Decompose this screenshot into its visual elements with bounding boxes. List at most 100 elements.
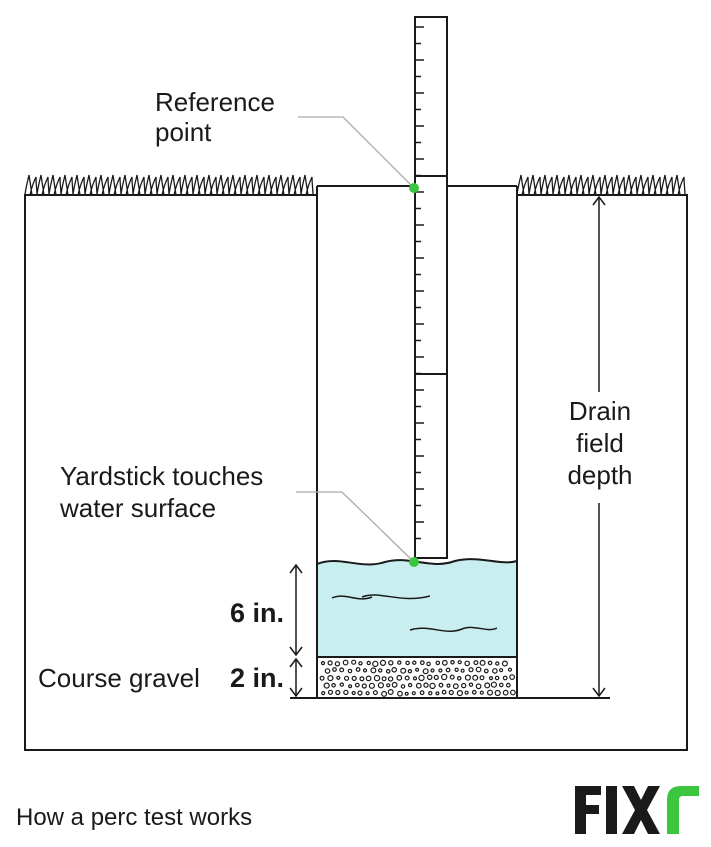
gravel-stone [475,683,482,690]
gravel-stone [492,668,498,674]
gravel-stone [400,684,406,689]
gravel-stone [412,660,417,665]
gravel-stone [407,669,413,674]
gravel-stone [320,660,326,666]
gravel-stone [351,659,357,665]
gravel-stone [454,667,459,673]
gravel-stone [335,689,341,696]
gravel-stone [359,676,365,682]
gravel-stone [412,676,418,681]
gravel-stone [488,675,494,681]
gravel-stone [396,674,403,681]
gravel-stone [372,660,379,668]
gravel-stone [339,667,345,673]
gravel-stone [468,682,474,687]
fixr-logo [575,786,699,834]
gravel-stone [397,660,402,665]
gravel-stone [351,675,357,682]
reference-point-marker [409,183,419,193]
gravel-stone [441,689,447,695]
gravel-stone [385,668,391,674]
gravel-stone [354,682,360,688]
gravel-stone [507,667,513,672]
gravel-stone [332,667,337,672]
gravel-stone [387,688,394,695]
grass-left [24,174,317,196]
gravel-stone [404,675,410,681]
gravel-stone [423,682,429,688]
gravel-stone [498,682,504,688]
gravel-stone [378,668,383,673]
gravel-stone [334,661,341,667]
reference-point-label-line2: point [155,117,212,147]
two-inch-arrow-top [289,657,303,668]
logo-letter-x [622,786,660,834]
gravel-stone [404,691,409,696]
gravel-stone [475,666,482,673]
water [317,559,517,657]
gravel-stone [342,659,349,666]
gravel-stone [430,668,435,673]
gravel-stone [495,661,500,666]
gravel-stone [448,689,454,696]
yardstick-label-line2: water surface [59,493,216,523]
gravel-stone [461,682,467,689]
gravel-stone [438,682,444,688]
water-surface [316,558,518,566]
gravel-stone [426,674,433,681]
logo-letter-f [575,786,601,834]
gravel-stone [391,666,398,673]
gravel-stone [418,674,425,682]
gravel-stone [473,660,479,666]
yardstick [414,16,448,559]
figure-caption: How a perc test works [16,804,253,831]
gravel-stone [327,689,334,695]
gravel-stone [464,674,471,681]
gravel-stone [415,682,422,689]
gravel-stone [377,682,384,689]
gravel-stone [456,689,463,697]
gravel-stone [435,660,441,666]
grass-tufts [24,174,314,196]
gravel-stone [365,675,372,682]
gravel-stone [343,689,349,696]
gravel-stone [456,675,462,681]
drain-depth-label-line2: field [576,428,624,458]
gravel-stone [487,689,494,696]
gravel-stone [419,690,425,696]
gravel-stone [419,660,425,666]
six-inch-arrow-bottom [289,646,303,657]
gravel-stone [460,668,465,673]
gravel-stone [365,691,370,696]
reference-leader [298,116,415,189]
gravel-stone [445,667,451,673]
gravel-label: Course gravel [38,663,200,693]
gravel-stone [450,659,455,665]
gravel-stone [381,676,387,682]
gravel-stone [438,668,443,673]
gravel-stone [429,682,436,690]
gravel-stone [327,660,333,666]
gravel-stone [446,683,451,688]
gravel-stone [428,691,433,696]
gravel-stone [388,660,394,666]
logo-letter-r [667,786,699,834]
six-inch-label: 6 in. [230,598,284,628]
gravel-stone [449,674,455,680]
gravel-stone [370,667,377,674]
gravel-stone [510,689,516,696]
water-surface-marker [409,557,419,567]
gravel-stone [405,660,410,666]
gravel-stone [494,689,501,697]
gravel-stone [331,682,336,688]
gravel-stone [468,667,474,673]
gravel-stone [494,675,500,681]
gravel-stone [435,691,440,696]
gravel-stone [323,682,330,689]
gravel-stone [433,674,439,681]
gravel-stone [362,668,368,673]
gravel-stone [426,661,431,667]
grass-right [516,174,687,196]
gravel-stone [373,674,381,682]
